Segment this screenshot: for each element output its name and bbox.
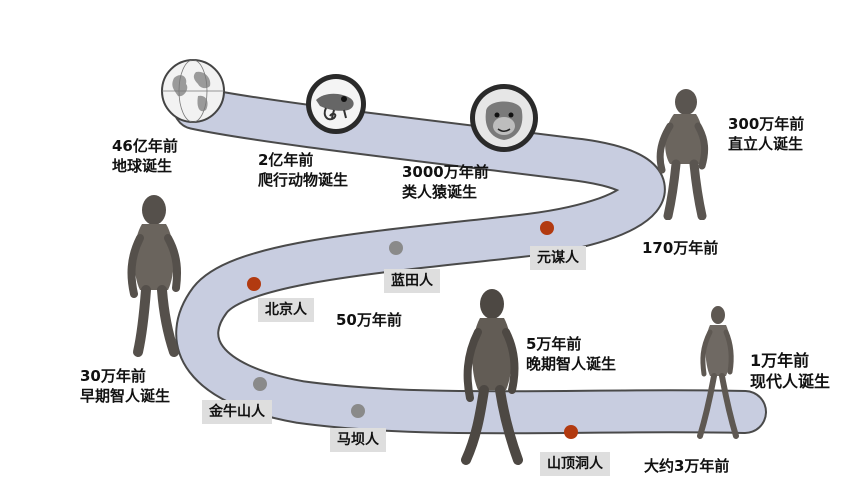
ape-face-icon	[470, 84, 538, 152]
site-dot-maba	[351, 404, 365, 418]
milestone-late-sapiens: 5万年前 晚期智人诞生	[526, 334, 616, 374]
globe-icon	[161, 59, 225, 123]
modern-human-figure-icon	[697, 306, 739, 439]
milestone-event: 直立人诞生	[728, 135, 804, 153]
milestone-event: 地球诞生	[112, 157, 173, 175]
chameleon-icon	[306, 74, 366, 134]
milestone-event: 类人猿诞生	[402, 183, 478, 201]
milestone-time: 300万年前	[728, 115, 805, 133]
milestone-event: 早期智人诞生	[80, 387, 171, 405]
site-time-shanding: 大约3万年前	[644, 457, 730, 475]
milestone-erectus: 300万年前 直立人诞生	[728, 114, 804, 154]
milestone-event: 爬行动物诞生	[258, 171, 349, 189]
site-label-maba: 马坝人	[330, 428, 386, 452]
site-dot-beijing	[247, 277, 261, 291]
site-dot-jinniushan	[253, 377, 267, 391]
erectus-figure-icon	[656, 89, 709, 220]
site-dot-lantian	[389, 241, 403, 255]
milestone-event: 晚期智人诞生	[526, 355, 617, 373]
milestone-time: 5万年前	[526, 335, 582, 353]
milestone-event: 现代人诞生	[750, 372, 831, 391]
milestone-time: 3000万年前	[402, 163, 489, 181]
milestone-time: 30万年前	[80, 367, 146, 385]
milestone-ape: 3000万年前 类人猿诞生	[402, 162, 489, 202]
site-label-jinniushan: 金牛山人	[202, 400, 272, 424]
site-time-beijing: 50万年前	[336, 311, 402, 329]
milestone-modern: 1万年前 现代人诞生	[750, 350, 830, 392]
milestone-time: 46亿年前	[112, 137, 178, 155]
late-sapiens-figure-icon	[461, 289, 523, 465]
site-label-yuanmou: 元谋人	[530, 246, 586, 270]
site-label-shanding: 山顶洞人	[540, 452, 610, 476]
milestone-time: 1万年前	[750, 351, 810, 370]
site-dot-shanding	[564, 425, 578, 439]
site-label-beijing: 北京人	[258, 298, 314, 322]
milestone-time: 2亿年前	[258, 151, 314, 169]
milestone-early-sapiens: 30万年前 早期智人诞生	[80, 366, 170, 406]
milestone-reptile: 2亿年前 爬行动物诞生	[258, 150, 348, 190]
site-label-lantian: 蓝田人	[384, 269, 440, 293]
milestone-earth: 46亿年前 地球诞生	[112, 136, 178, 176]
site-dot-yuanmou	[540, 221, 554, 235]
site-time-yuanmou: 170万年前	[642, 239, 719, 257]
early-sapiens-figure-icon	[127, 195, 181, 357]
